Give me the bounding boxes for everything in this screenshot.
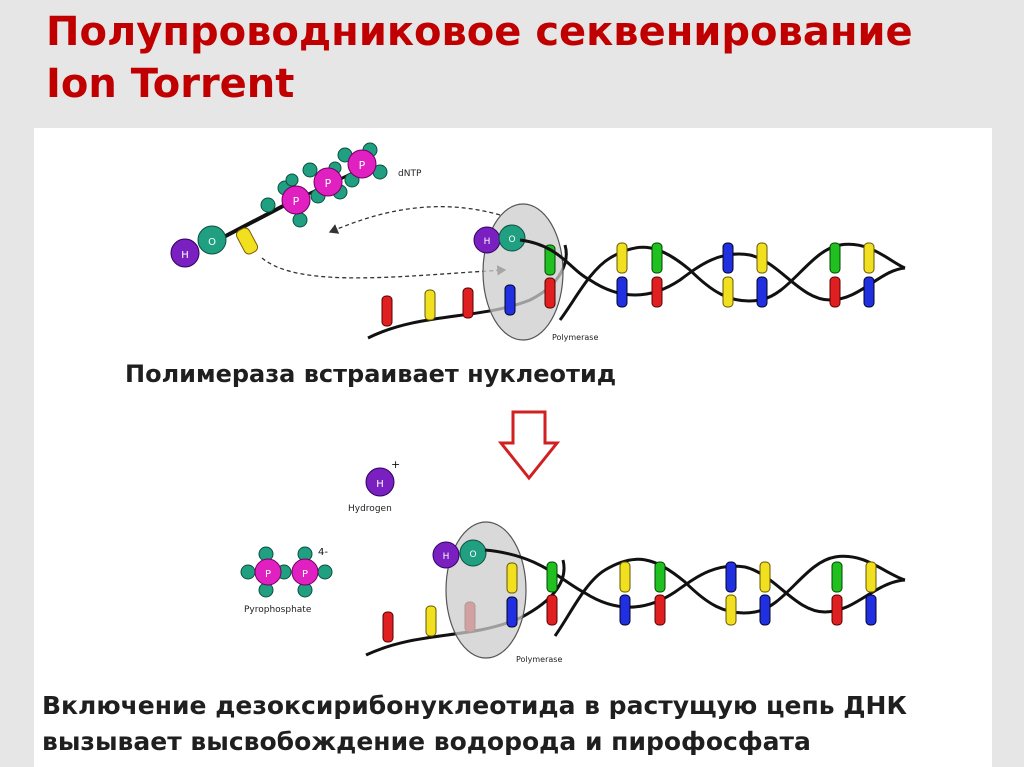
hydrogen-label: H xyxy=(181,250,189,261)
hydrogen-charge: + xyxy=(391,458,400,471)
pyrophosphate-caption: Pyrophosphate xyxy=(244,605,312,615)
hydrogen-ion xyxy=(365,467,395,497)
dashed-arrow xyxy=(261,257,507,279)
dntp-molecule: P P P dNTP H O xyxy=(170,142,422,268)
polymerase-label: Polymerase xyxy=(516,655,562,664)
dna-helix xyxy=(484,548,906,637)
phosphate-label: P xyxy=(325,177,332,190)
pyrophosphate-molecule: P P 4- Pyrophosphate xyxy=(240,546,333,615)
bottom-stage: H + Hydrogen P P 4- Pyrophosphate Polyme… xyxy=(240,458,906,664)
title-line-2: Ion Torrent xyxy=(46,61,295,107)
hydrogen-caption: Hydrogen xyxy=(348,504,392,514)
top-stage: P P P dNTP H O Polymerase H O xyxy=(170,142,906,342)
step1-caption: Полимераза встраивает нуклеотид xyxy=(125,360,617,388)
dashed-arrow xyxy=(328,206,501,234)
dna-helix xyxy=(519,238,906,321)
hydrogen-label: H xyxy=(484,237,491,247)
dntp-label: dNTP xyxy=(398,169,422,179)
phosphate-label: P xyxy=(302,569,308,580)
down-arrow xyxy=(497,410,561,481)
step2-caption-line-2: вызывает высвобождение водорода и пирофо… xyxy=(42,727,811,756)
oxygen-label: O xyxy=(469,550,476,560)
phosphate-label: P xyxy=(293,195,300,208)
phosphate-label: P xyxy=(265,569,271,580)
polymerase-label: Polymerase xyxy=(552,333,598,342)
phosphate-label: P xyxy=(359,159,366,172)
hydrogen-label: H xyxy=(376,479,384,490)
slide-title: Полупроводниковое секвенирование Ion Tor… xyxy=(46,6,1006,110)
oxygen-label: O xyxy=(208,237,216,248)
step2-caption-line-1: Включение дезоксирибонуклеотида в растущ… xyxy=(42,691,907,720)
pyrophosphate-charge: 4- xyxy=(318,547,328,558)
oxygen-label: O xyxy=(508,235,515,245)
title-line-1: Полупроводниковое секвенирование xyxy=(46,9,913,55)
step2-caption: Включение дезоксирибонуклеотида в растущ… xyxy=(42,688,1002,760)
hydrogen-label: H xyxy=(443,552,450,562)
